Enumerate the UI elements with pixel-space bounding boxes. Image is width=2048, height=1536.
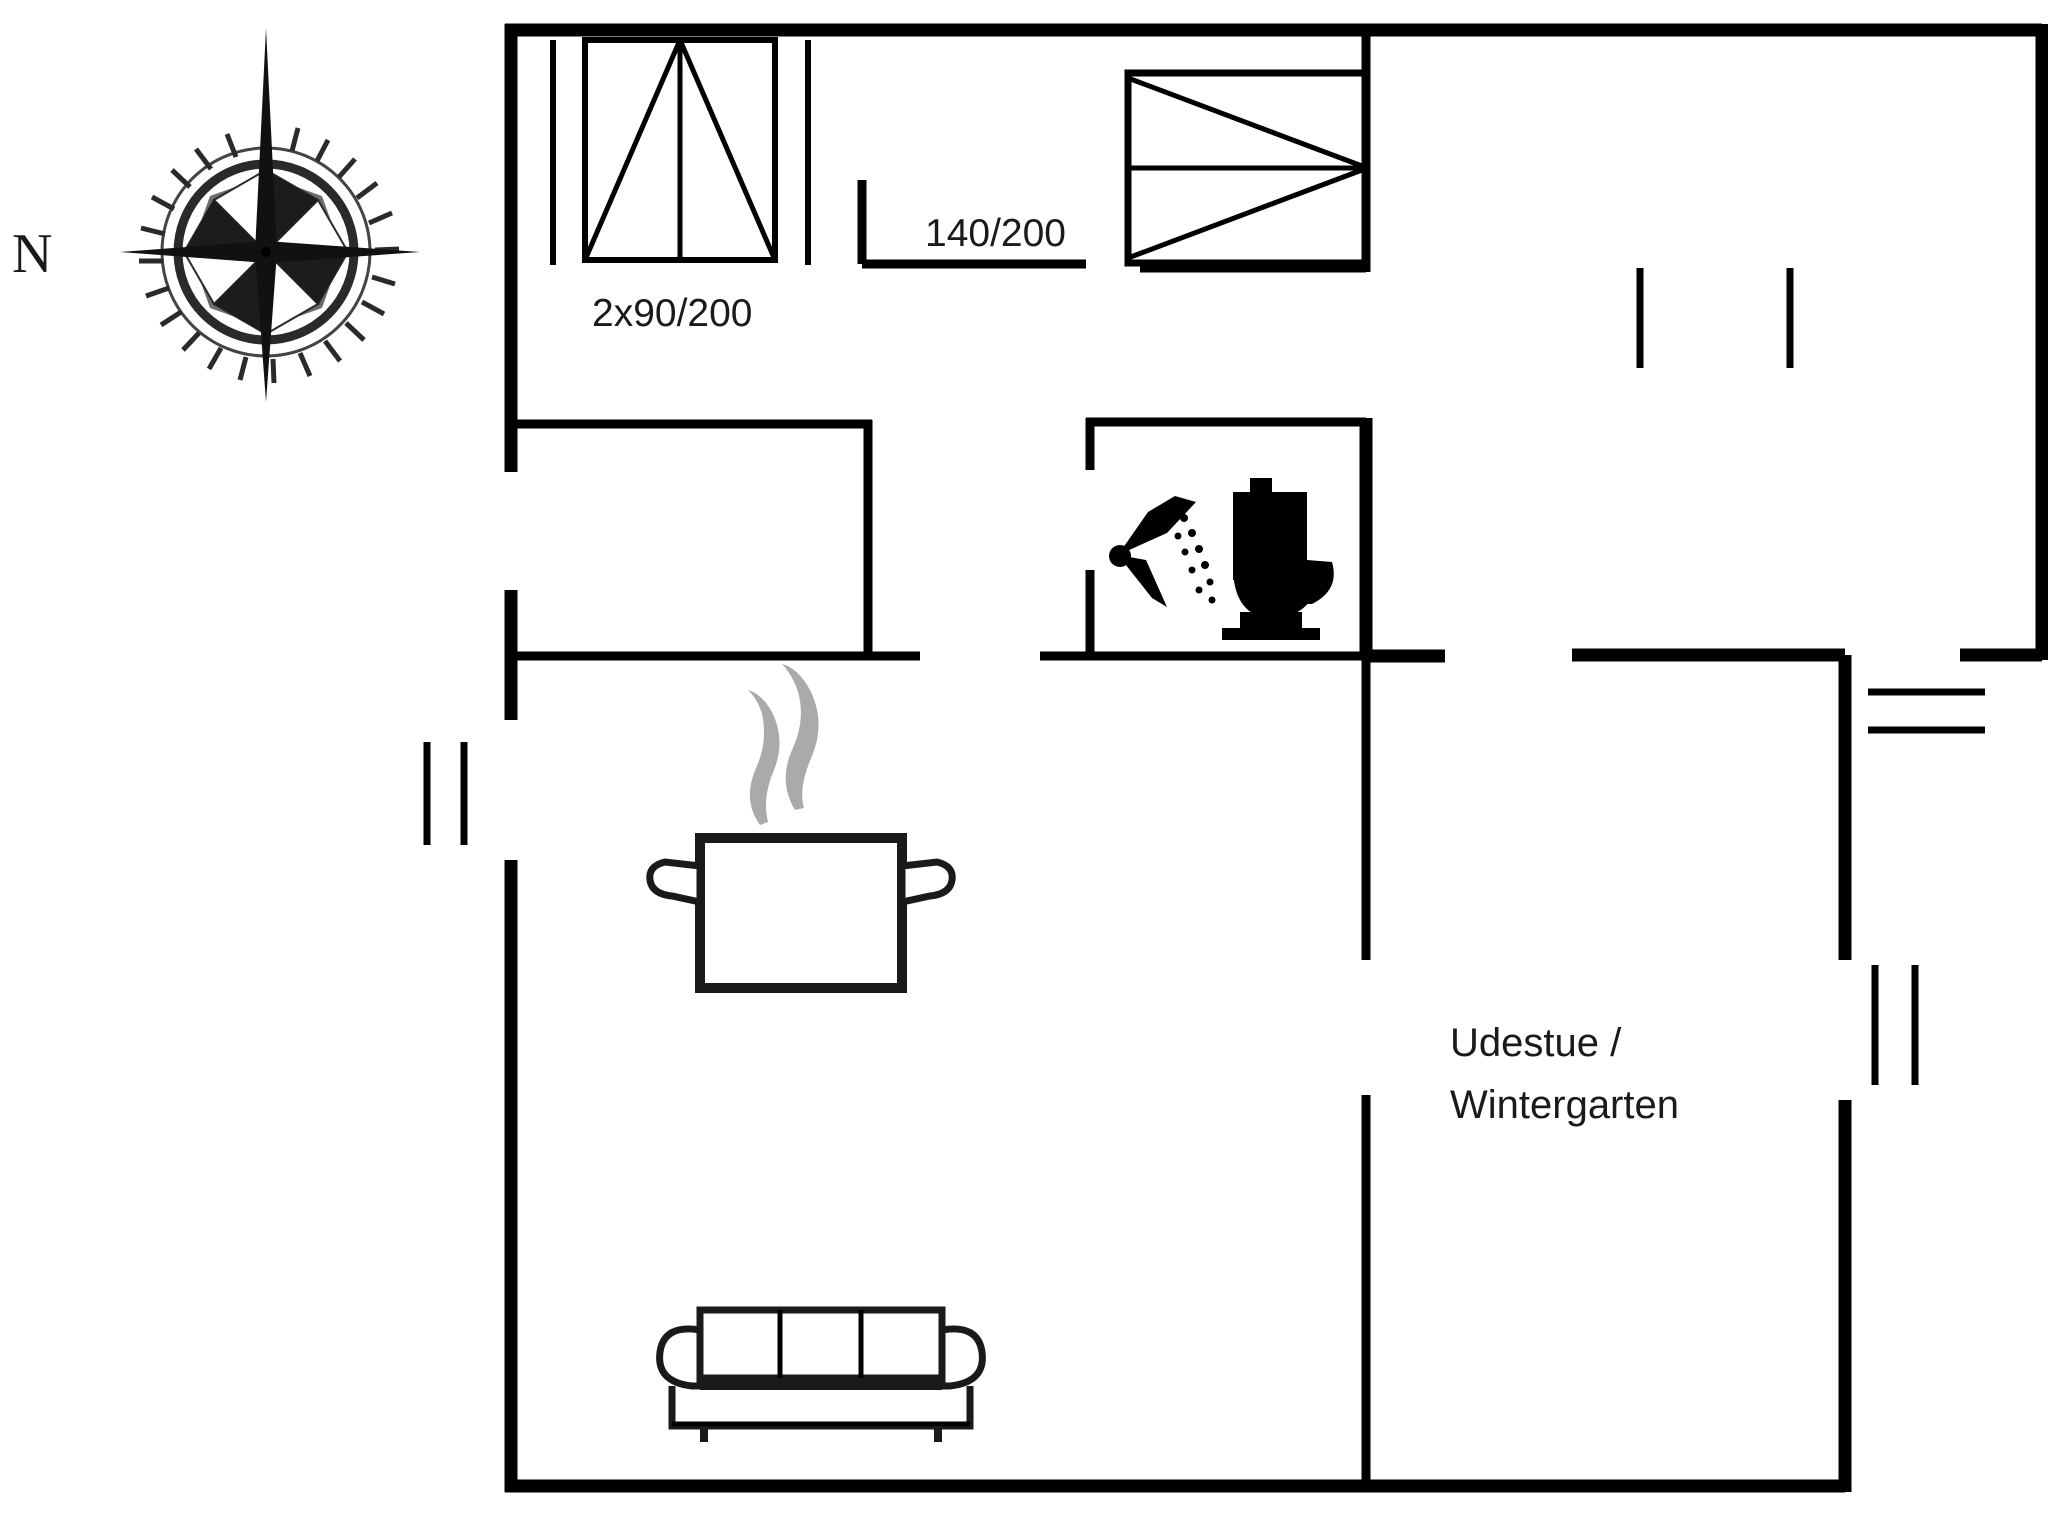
window-left-wall-marks — [427, 742, 464, 845]
door-sliding-label: 140/200 — [925, 212, 1066, 255]
toilet-icon — [1222, 478, 1334, 640]
window-top-right-marks — [1640, 268, 1790, 368]
door-sliding-symbol — [1128, 28, 1366, 272]
cooking-pot-icon — [650, 664, 952, 988]
door-double-symbol — [553, 40, 808, 265]
compass-rose — [120, 28, 420, 402]
window-right-lower-marks — [1875, 965, 1915, 1085]
room-label-wintergarden-line1: Udestue / — [1450, 1021, 1622, 1065]
door-double-label: 2x90/200 — [592, 292, 752, 335]
compass-north-label: N — [12, 223, 52, 285]
shower-icon — [1109, 496, 1216, 607]
window-right-upper-marks — [1868, 692, 1985, 730]
sofa-icon — [660, 1310, 983, 1442]
room-label-wintergarden-line2: Wintergarten — [1450, 1083, 1679, 1127]
